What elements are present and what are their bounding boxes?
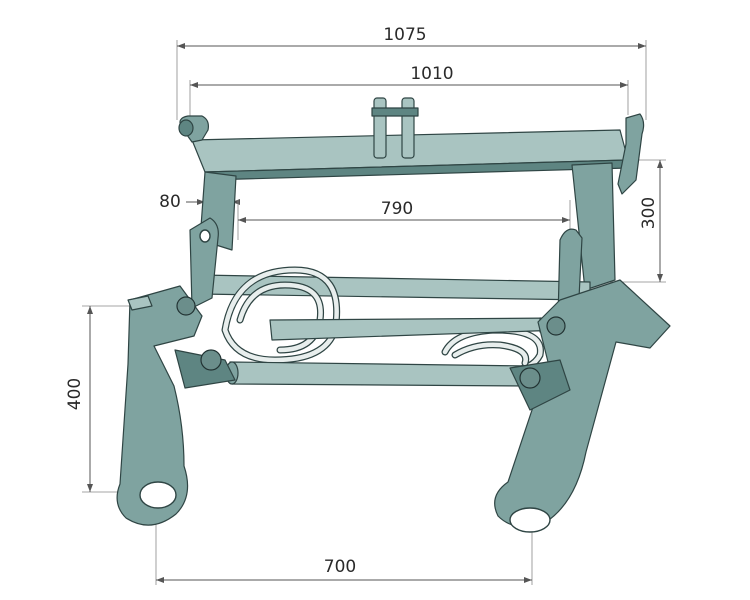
dim-overall-width: 1075 <box>383 25 426 45</box>
dim-frame-height: 300 <box>639 197 659 229</box>
dim-arm-spacing: 700 <box>324 557 356 577</box>
dim-offset: 80 <box>159 192 181 212</box>
left-lower-arm <box>116 285 236 526</box>
dim-inner-width: 790 <box>381 199 413 219</box>
dim-pin-width: 1010 <box>410 64 453 84</box>
right-lower-arm <box>494 279 671 533</box>
upper-rod <box>269 317 563 341</box>
dimension-lines <box>82 40 666 585</box>
hydraulic-hoses <box>221 266 544 376</box>
hydraulic-cylinder <box>225 361 533 387</box>
dim-arm-height: 400 <box>65 378 85 410</box>
